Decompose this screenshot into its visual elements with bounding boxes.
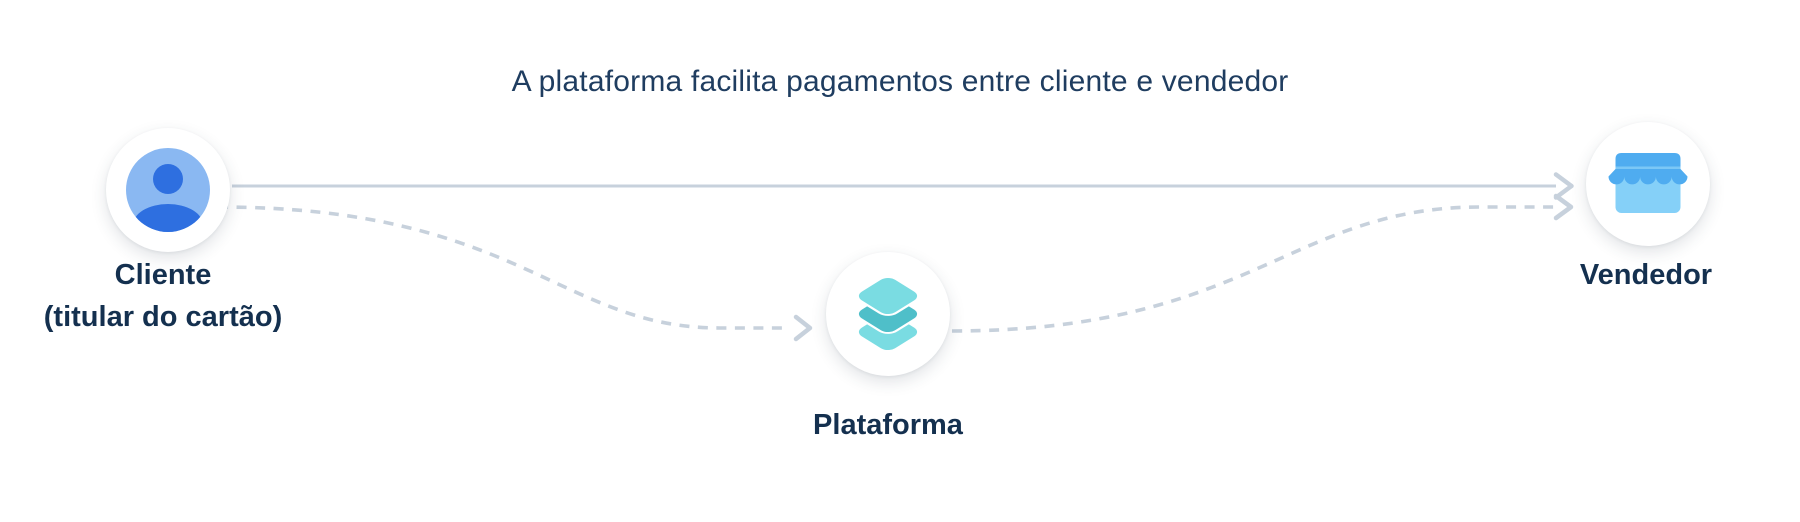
node-cliente: [106, 128, 230, 252]
avatar-head: [153, 164, 183, 194]
arrowhead-plataforma-to-vendedor: [1553, 193, 1574, 221]
vendedor-circle: [1586, 122, 1710, 246]
layer-top: [855, 276, 921, 316]
plataforma-circle: [826, 252, 950, 376]
diagram-title: A plataforma facilita pagamentos entre c…: [511, 65, 1289, 98]
vendedor-label: Vendedor: [1436, 254, 1800, 296]
cliente-label: Cliente (titular do cartão): [0, 254, 373, 338]
storefront-icon: [1608, 153, 1688, 213]
cliente-label-sub: (titular do cartão): [43, 301, 283, 333]
cliente-circle: [106, 128, 230, 252]
storefront-separator: [1615, 166, 1681, 169]
vendedor-label-main: Vendedor: [1579, 259, 1713, 291]
node-vendedor: [1586, 122, 1710, 246]
plataforma-label: Plataforma: [678, 404, 1098, 446]
arrowhead-cliente-to-plataforma: [793, 314, 813, 342]
cliente-label-main: Cliente: [114, 259, 212, 291]
layers-icon: [855, 276, 921, 351]
user-icon: [126, 148, 210, 232]
node-plataforma: [826, 252, 950, 376]
storefront-roof: [1615, 153, 1681, 167]
storefront-awning: [1608, 169, 1688, 185]
arrowhead-cliente-to-vendedor: [1553, 172, 1574, 200]
plataforma-label-main: Plataforma: [813, 409, 963, 441]
avatar-shoulders: [133, 204, 203, 232]
